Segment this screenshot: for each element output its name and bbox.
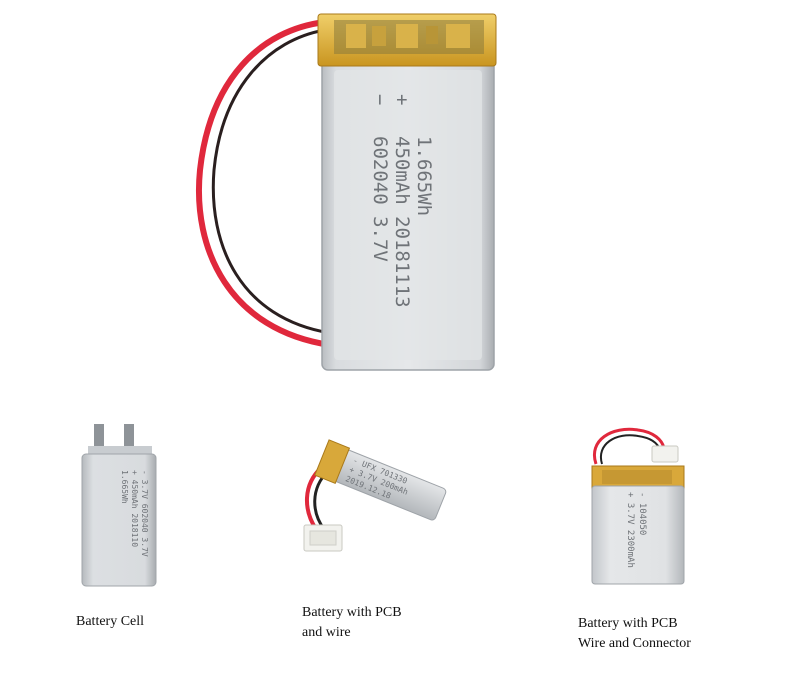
caption-line: Battery with PCB <box>302 605 402 620</box>
connector-print-line-2: + 3.7V 2300mAh <box>625 492 635 568</box>
cell-print-line-1: - 3.7V 602040 3.7V <box>140 470 149 557</box>
connector-print-line-1: - 104050 <box>637 492 647 535</box>
tab-right <box>124 424 134 452</box>
main-polarity-plus: + <box>391 94 413 105</box>
large-cell-body <box>591 485 685 585</box>
connector <box>651 445 679 463</box>
cell-body <box>81 453 157 587</box>
caption-line: Battery Cell <box>76 614 145 629</box>
main-battery-print: − + 602040 3.7V 450mAh 20181113 1.665Wh <box>360 92 480 352</box>
red-wire <box>196 19 331 348</box>
cell-print-line-2: + 450mAh 2018110 <box>130 470 139 547</box>
main-print-line-3: 1.665Wh <box>413 136 435 216</box>
caption-line: Battery with PCB <box>578 616 678 631</box>
caption-battery-pcb-wire: Battery with PCB and wire <box>302 603 402 643</box>
battery-pcb-connector-image: - 104050 + 3.7V 2300mAh <box>582 420 692 590</box>
main-battery-image <box>196 13 497 371</box>
black-wire <box>211 28 331 335</box>
main-polarity-minus: − <box>369 94 391 105</box>
main-print-line-1: 602040 3.7V <box>369 136 391 262</box>
black-wire <box>599 434 661 465</box>
caption-line: and wire <box>302 625 351 640</box>
cell-print-line-3: 1.665Wh <box>120 470 129 504</box>
battery-cell-image: - 3.7V 602040 3.7V + 450mAh 2018110 1.66… <box>78 420 160 590</box>
battery-pcb-wire-image: - UFX 701330 + 3.7V 200mAh 2019.12.18 <box>282 425 452 575</box>
caption-battery-cell: Battery Cell <box>76 612 144 632</box>
small-cell-tape <box>314 439 351 485</box>
red-wire <box>592 427 666 465</box>
tab-left <box>94 424 104 452</box>
caption-line: Wire and Connector <box>578 636 691 651</box>
main-print-line-2: 450mAh 20181113 <box>391 136 413 308</box>
caption-battery-pcb-connector: Battery with PCB Wire and Connector <box>578 614 691 654</box>
